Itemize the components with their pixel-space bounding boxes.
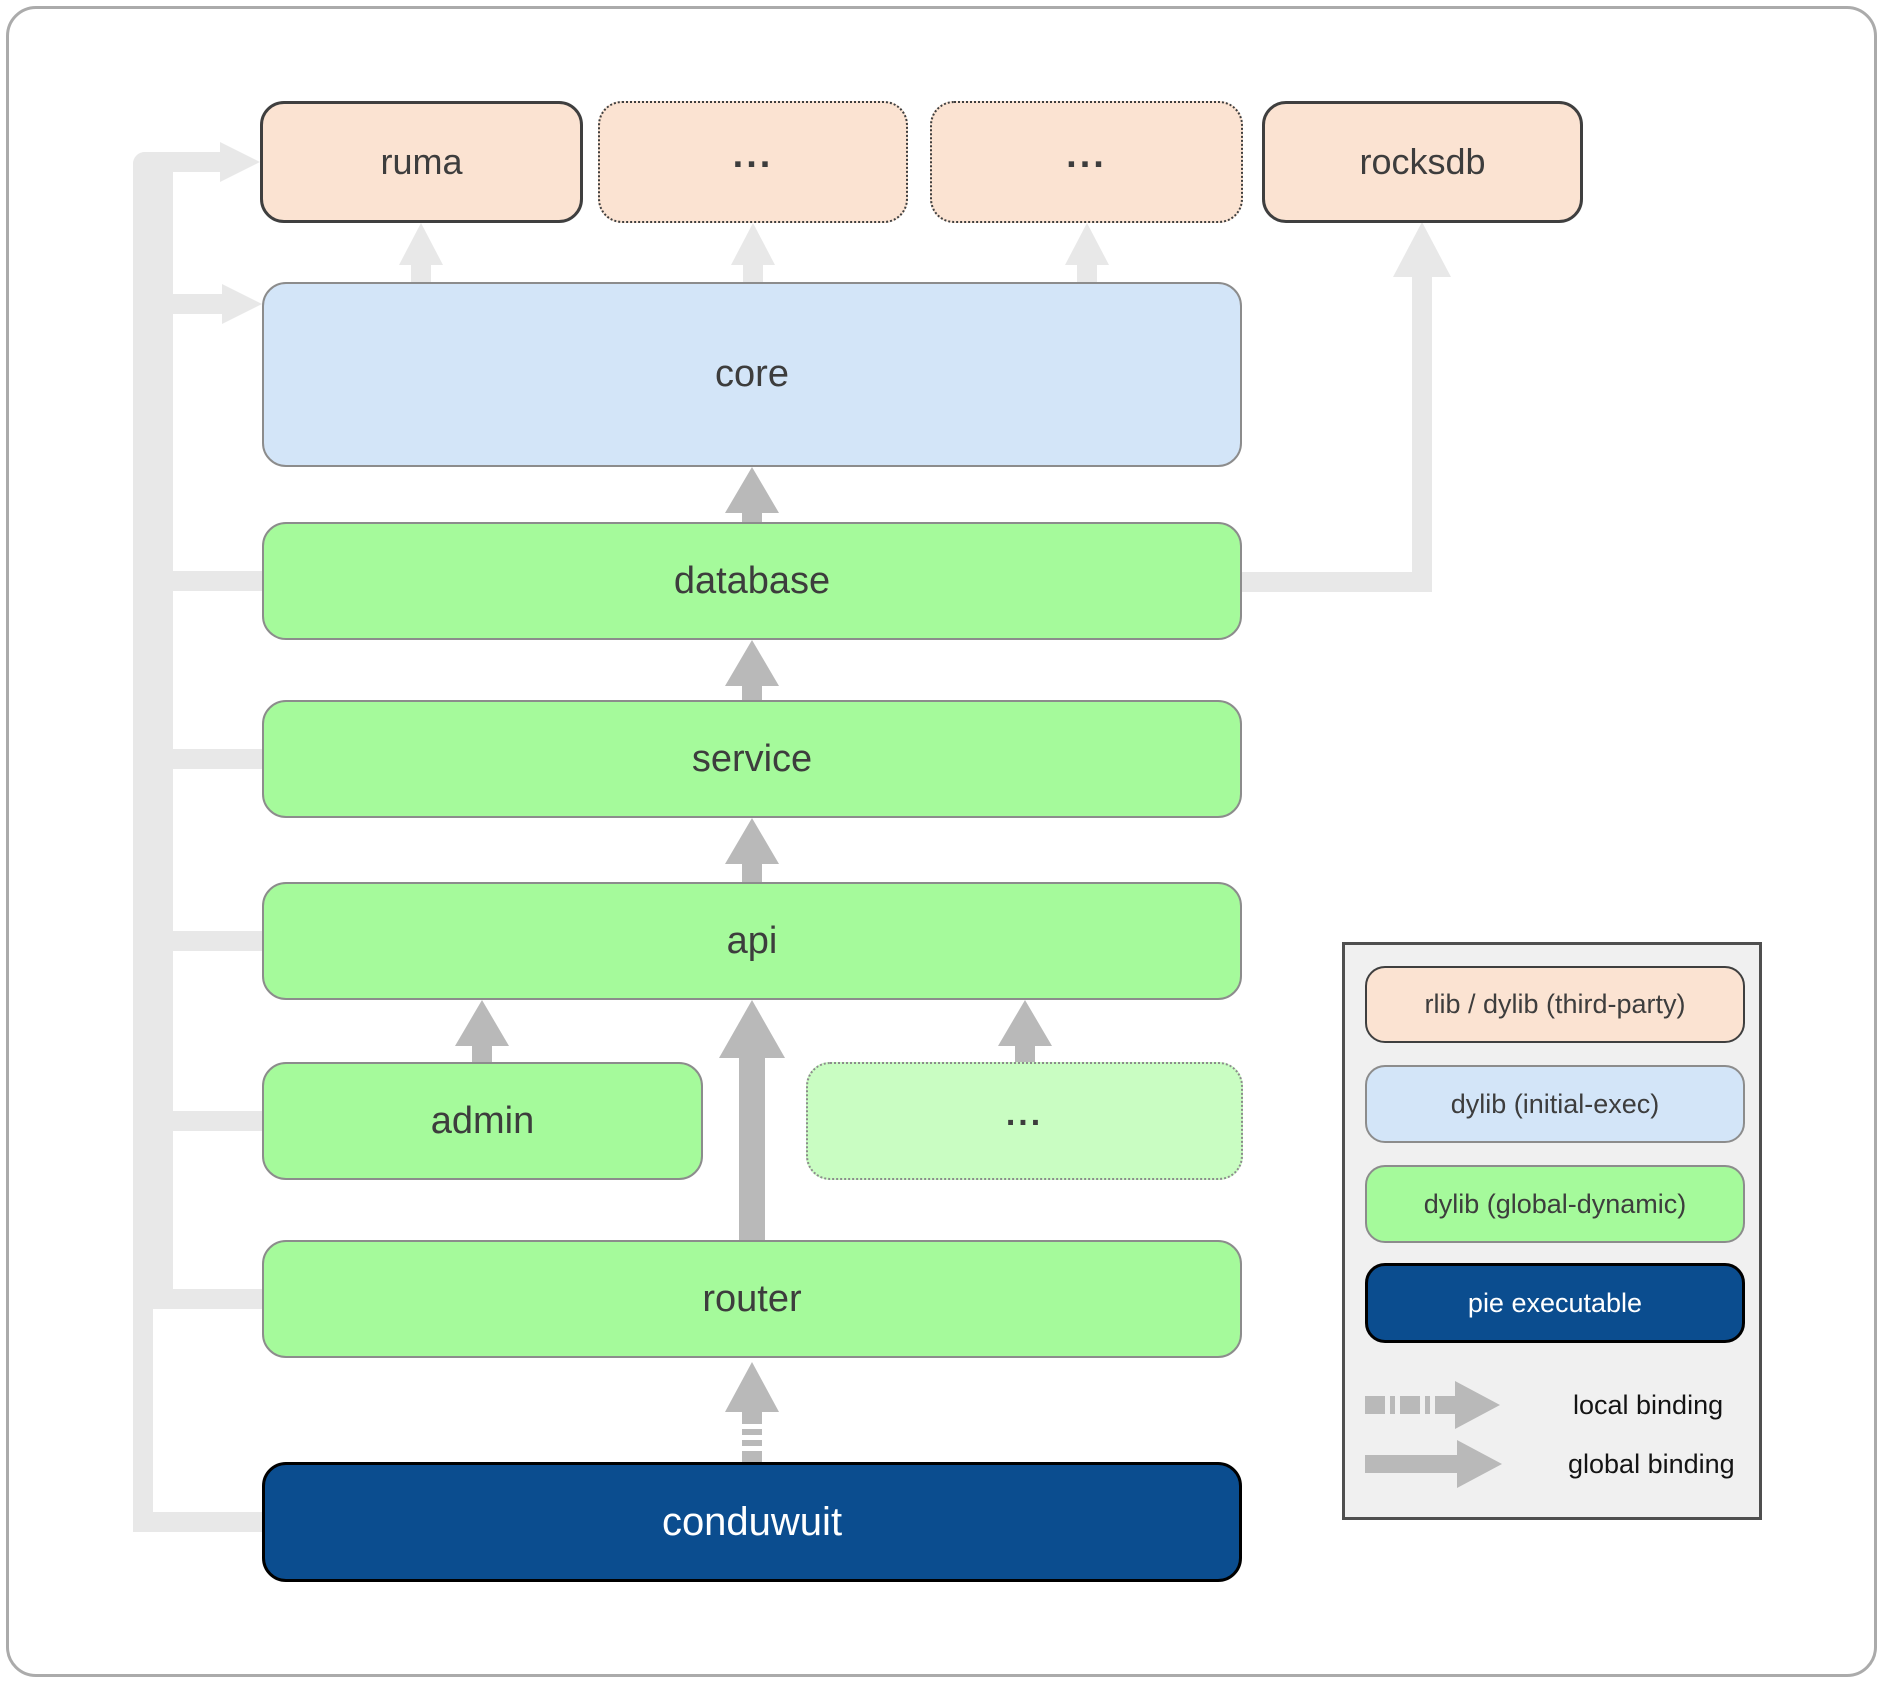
arrowhead-to-core	[222, 284, 262, 324]
legend: rlib / dylib (third-party) dylib (initia…	[1342, 942, 1762, 1520]
arrow-core-to-ruma	[399, 223, 443, 282]
node-ruma: ruma	[260, 101, 583, 223]
node-core-label: core	[715, 353, 789, 395]
node-rocksdb: rocksdb	[1262, 101, 1583, 223]
arrow-ellipsis-to-api	[998, 1000, 1052, 1062]
connector-database-rocksdb-horizontal	[1242, 572, 1432, 592]
node-service: service	[262, 700, 1242, 818]
node-conduwuit: conduwuit	[262, 1462, 1242, 1582]
node-router: router	[262, 1240, 1242, 1358]
connector-to-admin	[173, 1111, 262, 1131]
legend-global-binding: global binding	[1365, 1440, 1735, 1488]
arrow-database-to-core	[725, 467, 779, 522]
node-api: api	[262, 882, 1242, 1000]
node-service-label: service	[691, 737, 813, 780]
legend-item-global-dynamic-label: dylib (global-dynamic)	[1423, 1188, 1687, 1219]
left-trunk-outer	[133, 152, 153, 1532]
node-third-party-more-2: ...	[930, 101, 1243, 223]
node-third-party-more-2-label: ...	[1066, 134, 1107, 176]
legend-item-pie-executable: pie executable	[1365, 1263, 1745, 1343]
node-admin-label: admin	[430, 1099, 535, 1142]
connector-to-service	[173, 749, 262, 769]
connector-to-database	[173, 571, 262, 591]
legend-item-pie-executable-label: pie executable	[1467, 1287, 1643, 1318]
left-trunk-inner	[153, 172, 173, 1309]
connector-to-core	[173, 294, 222, 314]
connector-to-conduwuit	[133, 1512, 262, 1532]
legend-local-binding: local binding	[1365, 1381, 1723, 1429]
arrowhead-to-rocksdb	[1393, 222, 1451, 277]
node-admin: admin	[262, 1062, 703, 1180]
node-more-dylibs: ...	[806, 1062, 1243, 1180]
node-more-dylibs-label: ...	[1005, 1095, 1044, 1133]
legend-item-global-dynamic: dylib (global-dynamic)	[1365, 1165, 1745, 1243]
node-router-label: router	[702, 1277, 802, 1320]
arrow-core-to-ellipsis-2	[1065, 223, 1109, 282]
arrow-conduwuit-to-router-local	[725, 1362, 779, 1462]
arrowhead-to-ruma	[220, 142, 260, 182]
connector-database-rocksdb-riser	[1412, 277, 1432, 592]
legend-local-binding-label: local binding	[1573, 1389, 1724, 1420]
connector-to-router	[173, 1289, 262, 1309]
connector-to-api	[173, 931, 262, 951]
node-third-party-more-1-label: ...	[732, 134, 774, 176]
arrow-service-to-database	[725, 640, 779, 700]
legend-item-third-party: rlib / dylib (third-party)	[1365, 966, 1745, 1043]
node-database-label: database	[673, 559, 831, 602]
legend-global-binding-label: global binding	[1568, 1448, 1735, 1479]
arrow-router-to-api	[719, 1000, 785, 1240]
diagram-outer-border	[6, 6, 1877, 1677]
connector-to-ruma	[133, 152, 220, 172]
arrow-admin-to-api	[455, 1000, 509, 1062]
legend-item-initial-exec-label: dylib (initial-exec)	[1450, 1088, 1660, 1119]
node-third-party-more-1: ...	[598, 101, 908, 223]
node-rocksdb-label: rocksdb	[1359, 141, 1486, 182]
arrow-api-to-service	[725, 818, 779, 882]
node-core: core	[262, 282, 1242, 467]
global-binding-arrow-icon	[1365, 1455, 1457, 1473]
node-ruma-label: ruma	[380, 141, 463, 182]
node-conduwuit-label: conduwuit	[661, 1499, 843, 1544]
node-api-label: api	[726, 919, 778, 962]
arrow-core-to-ellipsis-1	[731, 223, 775, 282]
node-database: database	[262, 522, 1242, 640]
local-binding-arrow-icon	[1365, 1396, 1385, 1414]
legend-item-initial-exec: dylib (initial-exec)	[1365, 1065, 1745, 1143]
legend-item-third-party-label: rlib / dylib (third-party)	[1424, 989, 1686, 1019]
